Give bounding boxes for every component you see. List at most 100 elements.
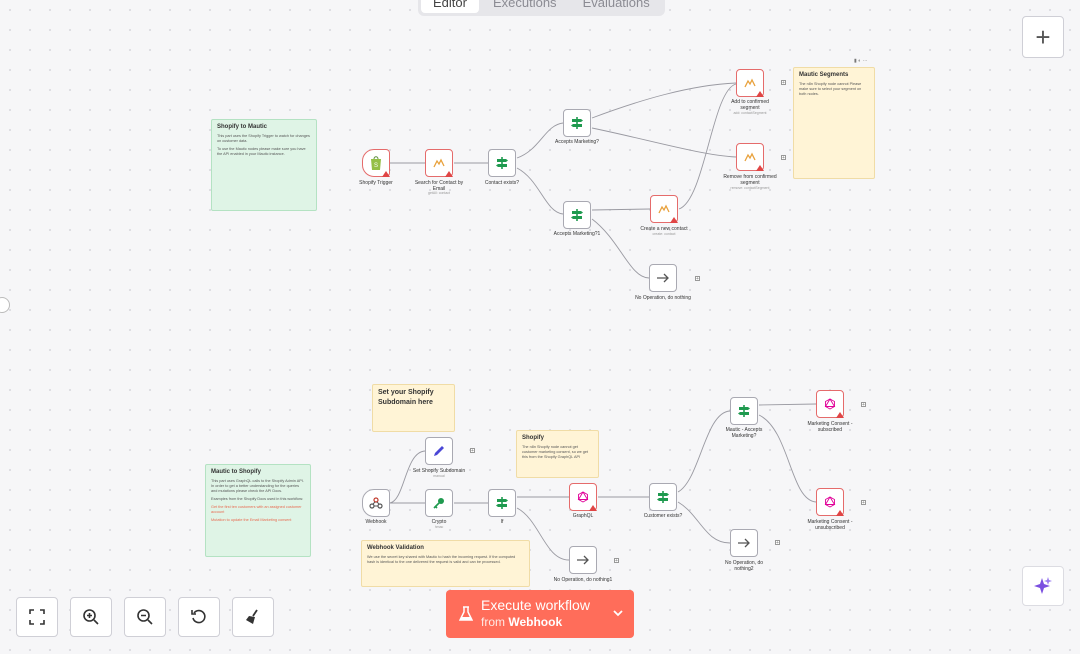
- note-title: Mautic Segments: [799, 72, 849, 78]
- sticky-note-shopify-to-mautic[interactable]: Shopify to Mautic This part uses the Sho…: [211, 119, 317, 211]
- node-label: Remove from confirmed segment: [723, 174, 777, 186]
- webhook-icon: [369, 497, 383, 509]
- switch-icon: [496, 497, 508, 509]
- sticky-note-shopify[interactable]: Shopify The n8n Shopify node cannot get …: [516, 430, 599, 478]
- note-body: The n8n Shopify node cannot Please make …: [799, 82, 862, 96]
- node-label: Webhook: [365, 519, 387, 525]
- node-accepts-marketing[interactable]: [563, 109, 591, 137]
- node-no-operation[interactable]: [649, 264, 677, 292]
- warning-icon: [670, 217, 678, 223]
- sticky-note-set-subdomain[interactable]: Set your Shopify Subdomain here: [372, 384, 455, 432]
- add-connection-handle[interactable]: +: [614, 558, 619, 564]
- ai-assistant-button[interactable]: [1022, 566, 1064, 606]
- zoom-out-button[interactable]: [124, 597, 166, 637]
- node-accepts-marketing1[interactable]: [563, 201, 591, 229]
- note-body: The n8n Shopify node cannot get customer…: [522, 445, 589, 459]
- tab-evaluations[interactable]: Evaluations: [582, 0, 650, 10]
- node-set-subdomain[interactable]: [425, 437, 453, 465]
- fit-view-button[interactable]: [16, 597, 58, 637]
- execute-title: Execute workflow: [481, 597, 590, 613]
- sticky-note-webhook-validation[interactable]: Webhook Validation We use the secret key…: [361, 540, 530, 587]
- reset-icon: [191, 609, 206, 624]
- edge: [591, 208, 651, 211]
- graphql-icon: [824, 398, 836, 410]
- note-body: Examples from the Shopify Docs used in t…: [211, 497, 304, 501]
- note-link[interactable]: Mutation to update the Email Marketing c…: [211, 518, 292, 522]
- node-label: Accepts Marketing?: [555, 139, 599, 145]
- node-label: Search for Contact by Email: [414, 180, 464, 192]
- add-connection-handle[interactable]: +: [775, 540, 780, 546]
- node-shopify-trigger[interactable]: S: [362, 149, 390, 177]
- broom-icon: [246, 609, 258, 624]
- edge: [758, 414, 817, 503]
- node-if[interactable]: [488, 489, 516, 517]
- node-search-contact[interactable]: [425, 149, 453, 177]
- graphql-icon: [824, 496, 836, 508]
- node-label: Set Shopify Subdomain: [412, 468, 466, 474]
- tab-executions[interactable]: Executions: [492, 0, 557, 10]
- node-add-to-segment[interactable]: [736, 69, 764, 97]
- chevron-down-icon[interactable]: [612, 608, 624, 618]
- switch-icon: [571, 117, 583, 129]
- add-connection-handle[interactable]: +: [470, 448, 475, 454]
- node-no-operation-1[interactable]: [569, 546, 597, 574]
- node-consent-unsubscribed[interactable]: [816, 488, 844, 516]
- add-connection-handle[interactable]: +: [781, 80, 786, 86]
- node-crypto[interactable]: [425, 489, 453, 517]
- reset-zoom-button[interactable]: [178, 597, 220, 637]
- node-label: Shopify Trigger: [359, 180, 393, 186]
- warning-icon: [445, 171, 453, 177]
- node-label: Add to confirmed segment: [731, 99, 769, 111]
- node-label: Crypto: [431, 519, 447, 525]
- mautic-icon: [658, 204, 670, 214]
- add-connection-handle[interactable]: +: [861, 402, 866, 408]
- edge: [516, 122, 564, 159]
- edge: [591, 82, 737, 119]
- note-title: Shopify to Mautic: [217, 124, 267, 130]
- add-node-button[interactable]: +: [1022, 16, 1064, 58]
- execute-trigger-name: Webhook: [508, 615, 563, 629]
- note-title: Shopify: [522, 435, 544, 441]
- node-webhook[interactable]: [362, 489, 390, 517]
- node-contact-exists[interactable]: [488, 149, 516, 177]
- node-label: If: [500, 519, 504, 525]
- note-toolbar[interactable]: ▮ ◐ ···: [854, 58, 868, 64]
- sticky-note-mautic-segments[interactable]: Mautic Segments The n8n Shopify node can…: [793, 67, 875, 179]
- node-label: Mautic - Accepts Marketing?: [725, 427, 763, 439]
- zoom-out-icon: [137, 609, 153, 625]
- node-mautic-accepts-marketing[interactable]: [730, 397, 758, 425]
- node-label: Create a new contact: [640, 226, 688, 232]
- add-connection-handle[interactable]: +: [695, 276, 700, 282]
- tidy-up-button[interactable]: [232, 597, 274, 637]
- node-consent-subscribed[interactable]: [816, 390, 844, 418]
- node-subtitle: create: contact: [652, 232, 676, 236]
- warning-icon: [382, 171, 390, 177]
- node-label: Customer exists?: [643, 513, 683, 519]
- zoom-in-button[interactable]: [70, 597, 112, 637]
- tab-editor[interactable]: Editor: [421, 0, 479, 13]
- note-link[interactable]: Get the first ten customers with an assi…: [211, 505, 302, 514]
- execute-workflow-button[interactable]: Execute workflow from Webhook: [446, 590, 634, 638]
- node-graphql[interactable]: [569, 483, 597, 511]
- node-label: No Operation, do nothing1: [553, 577, 613, 583]
- execute-from-prefix: from: [481, 615, 505, 629]
- node-create-contact[interactable]: [650, 195, 678, 223]
- graphql-icon: [577, 491, 589, 503]
- node-no-operation-2[interactable]: [730, 529, 758, 557]
- add-connection-handle[interactable]: +: [861, 500, 866, 506]
- edge: [758, 403, 817, 406]
- sticky-note-mautic-to-shopify[interactable]: Mautic to Shopify This part uses GraphQL…: [205, 464, 311, 557]
- node-subtitle: hmac: [434, 525, 444, 529]
- node-label: Marketing Consent - subscribed: [807, 421, 853, 433]
- node-subtitle: add: contactSegment: [733, 111, 767, 115]
- node-remove-from-segment[interactable]: [736, 143, 764, 171]
- warning-icon: [836, 412, 844, 418]
- edge: [516, 507, 570, 561]
- node-customer-exists[interactable]: [649, 483, 677, 511]
- switch-icon: [738, 405, 750, 417]
- node-label: No Operation, do nothing2: [724, 560, 764, 572]
- add-connection-handle[interactable]: +: [781, 155, 786, 161]
- execute-subtitle: from Webhook: [481, 615, 562, 629]
- warning-icon: [756, 165, 764, 171]
